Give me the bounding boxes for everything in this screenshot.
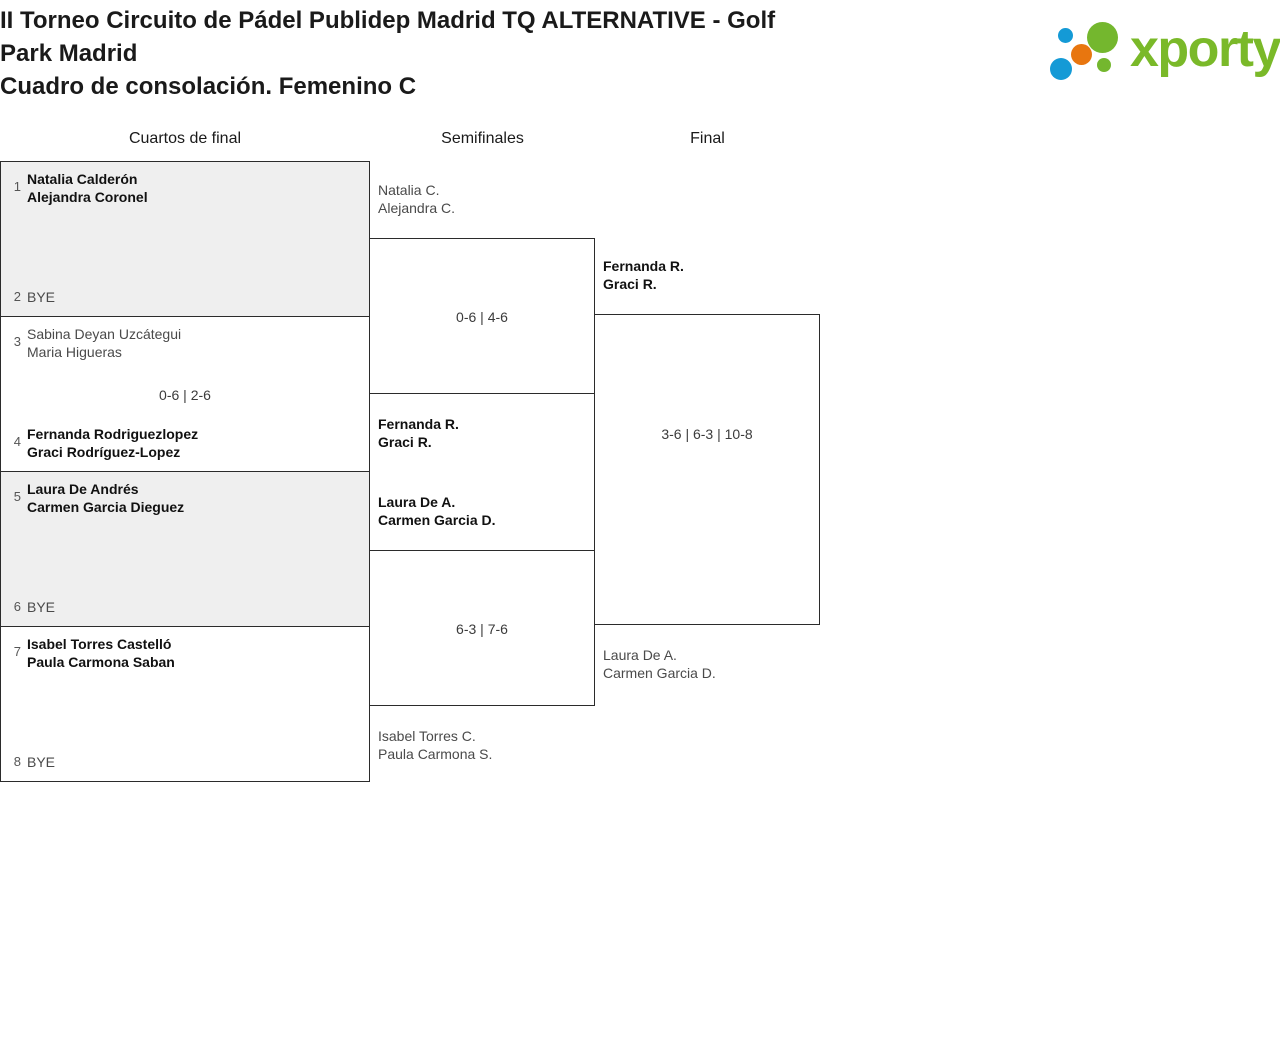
team-name: BYE	[27, 599, 56, 615]
team-name: Laura De Andrés Carmen Garcia Dieguez	[27, 481, 185, 515]
team-name: Fernanda R. Graci R.	[378, 416, 459, 450]
match-r1-3[interactable]: 5 Laura De Andrés Carmen Garcia Dieguez …	[0, 471, 370, 627]
match-r1-4[interactable]: 7 Isabel Torres Castelló Paula Carmona S…	[0, 626, 370, 782]
match-r1-2-slot-bottom[interactable]: 4 Fernanda Rodriguezlopez Graci Rodrígue…	[1, 425, 369, 461]
match-r1-4-slot-bottom[interactable]: 8 BYE	[1, 753, 369, 771]
logo-dot-blue-small	[1058, 28, 1073, 43]
match-r1-1-slot-top[interactable]: 1 Natalia Calderón Alejandra Coronel	[1, 170, 369, 206]
match-final-score: 3-6 | 6-3 | 10-8	[661, 426, 753, 442]
match-r2-1-score: 0-6 | 4-6	[456, 309, 508, 325]
seed-number: 1	[13, 179, 21, 194]
match-r2-2[interactable]: Laura De A. Carmen Garcia D. 6-3 | 7-6 I…	[369, 494, 595, 762]
seed-number: 3	[13, 334, 21, 349]
match-final[interactable]: Fernanda R. Graci R. 3-6 | 6-3 | 10-8 La…	[594, 258, 820, 681]
match-r2-2-slot-top[interactable]: Laura De A. Carmen Garcia D.	[378, 493, 586, 529]
logo-dot-blue-large	[1050, 58, 1072, 80]
team-name: Natalia C. Alejandra C.	[378, 182, 456, 216]
logo-dot-green-small	[1097, 58, 1111, 72]
match-r1-4-slot-top[interactable]: 7 Isabel Torres Castelló Paula Carmona S…	[1, 635, 369, 671]
match-r2-2-slot-bottom[interactable]: Isabel Torres C. Paula Carmona S.	[378, 727, 586, 763]
seed-number: 2	[13, 289, 21, 304]
tournament-title: II Torneo Circuito de Pádel Publidep Mad…	[0, 4, 900, 103]
page-header: II Torneo Circuito de Pádel Publidep Mad…	[0, 0, 1280, 110]
team-name: Fernanda Rodriguezlopez Graci Rodríguez-…	[27, 426, 199, 460]
match-r2-2-score: 6-3 | 7-6	[456, 621, 508, 637]
team-name: Laura De A. Carmen Garcia D.	[603, 647, 716, 681]
match-r1-1-slot-bottom[interactable]: 2 BYE	[1, 288, 369, 306]
match-r2-1-slot-bottom[interactable]: Fernanda R. Graci R.	[378, 415, 586, 451]
team-name: BYE	[27, 289, 56, 305]
match-r1-3-slot-bottom[interactable]: 6 BYE	[1, 598, 369, 616]
logo-dots-icon	[1046, 20, 1138, 82]
match-final-slot-bottom[interactable]: Laura De A. Carmen Garcia D.	[603, 646, 811, 682]
team-name: Fernanda R. Graci R.	[603, 258, 684, 292]
match-final-slot-top[interactable]: Fernanda R. Graci R.	[603, 257, 811, 293]
team-name: Laura De A. Carmen Garcia D.	[378, 494, 496, 528]
team-name: BYE	[27, 754, 56, 770]
match-r1-3-slot-top[interactable]: 5 Laura De Andrés Carmen Garcia Dieguez	[1, 480, 369, 516]
logo-wordmark: xporty	[1130, 20, 1280, 78]
xporty-logo: xporty	[1046, 20, 1280, 82]
team-name: Sabina Deyan Uzcátegui Maria Higueras	[27, 326, 182, 360]
match-r1-2-slot-top[interactable]: 3 Sabina Deyan Uzcátegui Maria Higueras	[1, 325, 369, 361]
seed-number: 7	[13, 644, 21, 659]
seed-number: 6	[13, 599, 21, 614]
round-header-final: Final	[690, 130, 725, 147]
match-r1-2[interactable]: 3 Sabina Deyan Uzcátegui Maria Higueras …	[0, 316, 370, 472]
round-header-semifinals: Semifinales	[441, 130, 524, 147]
seed-number: 4	[13, 434, 21, 449]
bracket-subtitle: Cuadro de consolación. Femenino C	[0, 73, 417, 100]
seed-number: 8	[13, 754, 21, 769]
match-r2-1-slot-top[interactable]: Natalia C. Alejandra C.	[378, 181, 586, 217]
seed-number: 5	[13, 489, 21, 504]
team-name: Natalia Calderón Alejandra Coronel	[27, 171, 148, 205]
logo-dot-orange	[1071, 44, 1092, 65]
title-line-1: II Torneo Circuito de Pádel Publidep Mad…	[0, 7, 776, 34]
match-r1-2-score: 0-6 | 2-6	[159, 387, 211, 403]
team-name: Isabel Torres Castelló Paula Carmona Sab…	[27, 636, 175, 670]
logo-dot-green-large	[1087, 22, 1118, 53]
match-r1-1[interactable]: 1 Natalia Calderón Alejandra Coronel 2 B…	[0, 161, 370, 317]
round-header-quarterfinals: Cuartos de final	[128, 130, 242, 147]
title-line-2: Park Madrid	[0, 40, 138, 67]
match-r2-1[interactable]: Natalia C. Alejandra C. 0-6 | 4-6 Fernan…	[369, 182, 595, 450]
team-name: Isabel Torres C. Paula Carmona S.	[378, 728, 493, 762]
